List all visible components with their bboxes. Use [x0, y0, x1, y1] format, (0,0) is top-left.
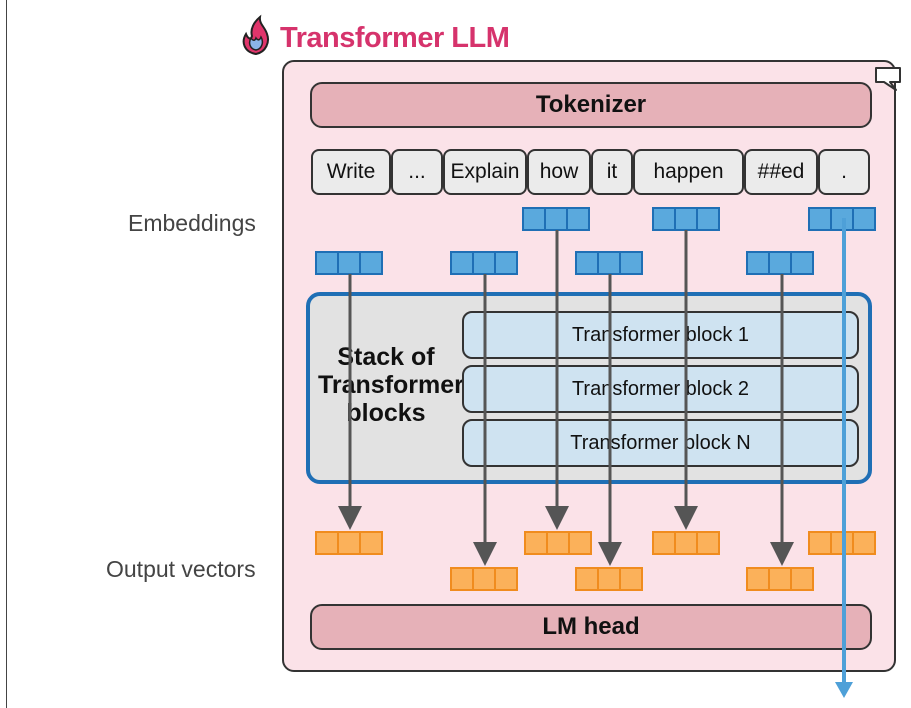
diagram-title: Transformer LLM — [280, 22, 510, 54]
output-vector-5 — [652, 531, 720, 555]
stack-label: Stack of Transformer blocks — [318, 343, 464, 427]
token-explain: Explain — [443, 149, 527, 195]
output-vector-6 — [746, 567, 814, 591]
output-vector-4 — [575, 567, 643, 591]
output-vector-1 — [315, 531, 383, 555]
token-it: it — [591, 149, 633, 195]
embedding-vector-1 — [315, 251, 383, 275]
transformer-block-1: Transformer block 1 — [462, 311, 859, 359]
llm-logo-icon — [242, 14, 269, 56]
transformer-block-n: Transformer block N — [462, 419, 859, 467]
token-ed: ##ed — [744, 149, 818, 195]
transformer-block-2: Transformer block 2 — [462, 365, 859, 413]
embedding-vector-4 — [575, 251, 643, 275]
output-vector-3 — [524, 531, 592, 555]
token-how: how — [527, 149, 591, 195]
token-happen: happen — [633, 149, 744, 195]
lm-head-box: LM head — [310, 604, 872, 650]
embedding-vector-2 — [450, 251, 518, 275]
token-ellipsis: ... — [391, 149, 443, 195]
embeddings-label: Embeddings — [128, 210, 256, 236]
output-vectors-label: Output vectors — [106, 556, 256, 582]
embedding-vector-5 — [652, 207, 720, 231]
page-border — [6, 0, 7, 708]
tokenizer-box: Tokenizer — [310, 82, 872, 128]
comment-icon — [875, 67, 901, 91]
embedding-vector-6 — [746, 251, 814, 275]
token-write: Write — [311, 149, 391, 195]
embedding-vector-3 — [522, 207, 590, 231]
next-token-arrowhead — [835, 682, 853, 698]
token-period: . — [818, 149, 870, 195]
output-vector-2 — [450, 567, 518, 591]
